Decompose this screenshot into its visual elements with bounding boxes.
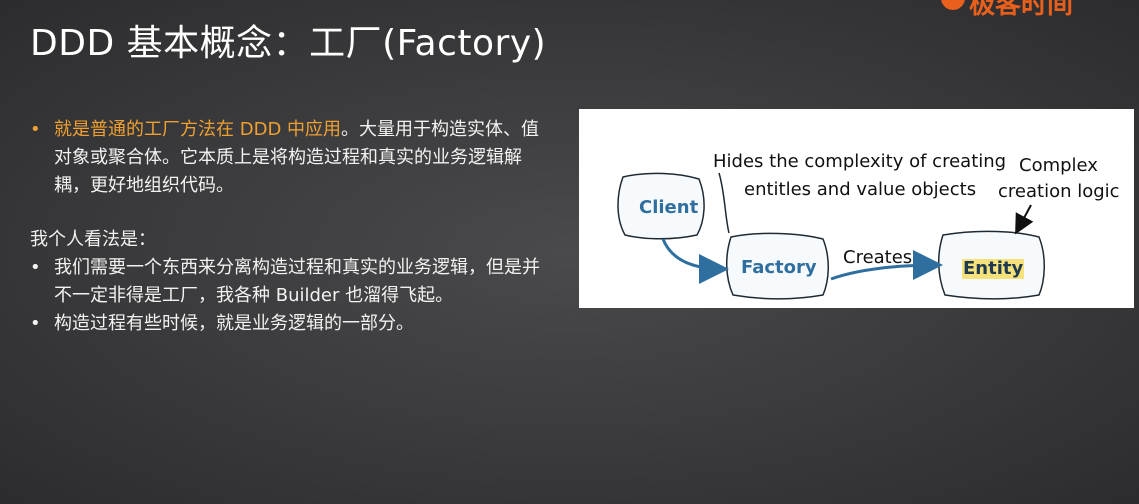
diagram-shapes [617, 172, 1045, 300]
caption-right-line2: creation logic [998, 181, 1120, 202]
bullet-text: 。大量用于构造实体、值对象或聚合体。它本质上是将构造过程和真实的业务逻辑解耦，更… [54, 119, 540, 196]
factory-diagram: Hides the complexity of creating entitle… [579, 109, 1134, 308]
client-box [617, 172, 705, 240]
bullet-item: • 构造过程有些时候，就是业务逻辑的一部分。 [30, 310, 555, 338]
factory-label: Factory [741, 257, 817, 278]
caption-left-line2: entitles and value objects [744, 179, 977, 200]
bullet-icon: • [30, 119, 41, 140]
bullet-item: • 我们需要一个东西来分离构造过程和真实的业务逻辑，但是并不一定非得是工厂，我各… [30, 254, 555, 310]
entity-label: Entity [962, 258, 1025, 279]
factory-box [726, 232, 829, 300]
bullet-icon: • [30, 313, 41, 334]
caption-left-line1: Hides the complexity of creating [713, 151, 1007, 172]
client-to-factory-arrow [661, 238, 729, 284]
bullet-highlight-text: 就是普通的工厂方法在 DDD 中应用 [54, 119, 342, 140]
bullet-text: 构造过程有些时候，就是业务逻辑的一部分。 [54, 313, 414, 334]
brand-logo-text: 极客时间 [969, 0, 1074, 20]
brand-logo: 极客时间 [921, 0, 1121, 20]
client-label: Client [639, 197, 699, 218]
slide-title: DDD 基本概念：工厂(Factory) [30, 23, 547, 64]
brand-logo-icon [941, 0, 965, 10]
caption-right-line1: Complex [1019, 155, 1098, 176]
bullet-item: • 就是普通的工厂方法在 DDD 中应用。大量用于构造实体、值对象或聚合体。它本… [30, 116, 555, 200]
bullet-text: 我们需要一个东西来分离构造过程和真实的业务逻辑，但是并不一定非得是工厂，我各种 … [54, 257, 540, 306]
caption-pointer-right [1015, 204, 1034, 235]
caption-pointer-left [718, 172, 730, 234]
creates-label: Creates [843, 247, 913, 268]
bullet-icon: • [30, 257, 41, 278]
opinion-heading: 我个人看法是： [30, 229, 156, 250]
slide-body: • 就是普通的工厂方法在 DDD 中应用。大量用于构造实体、值对象或聚合体。它本… [30, 116, 555, 338]
factory-to-entity-arrow [830, 250, 943, 281]
